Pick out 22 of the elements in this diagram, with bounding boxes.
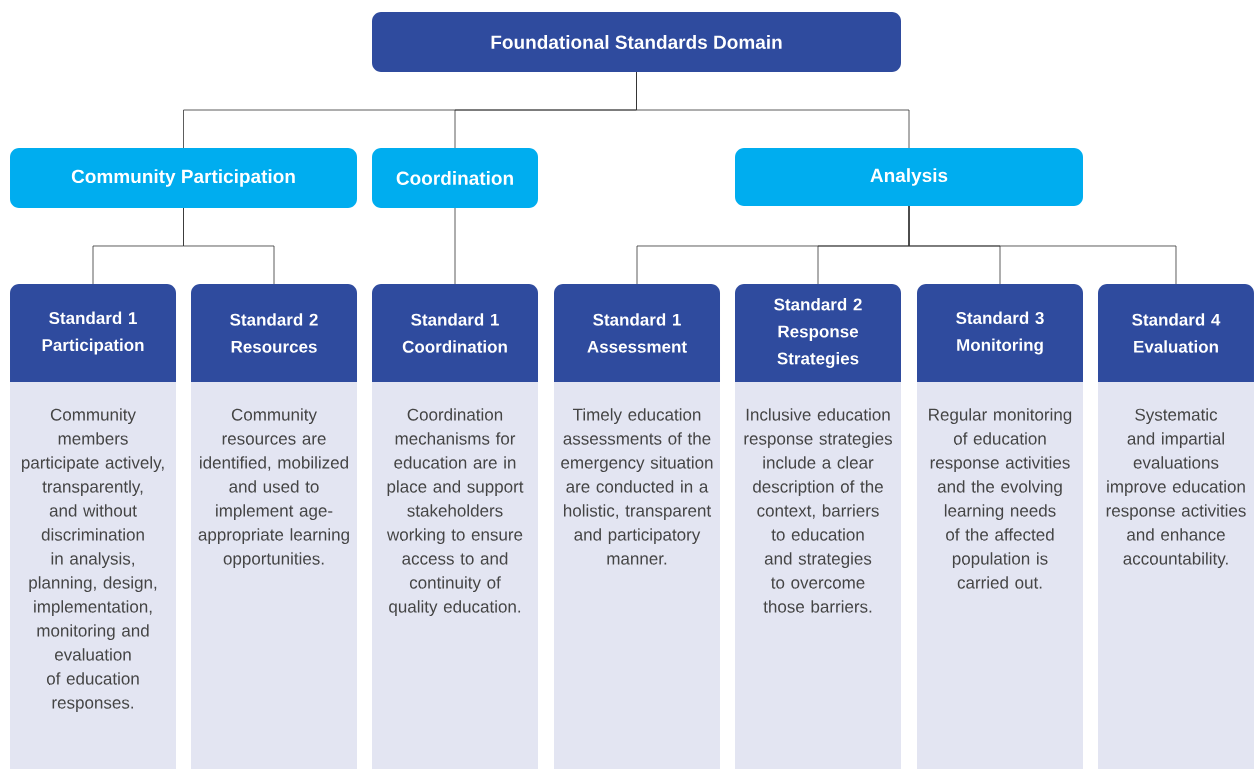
standard-card: Standard 2 Resources Community resources are identified, mobilized and used to implement age-appropriate learning opportunities. <box>191 284 357 769</box>
connector-line <box>908 205 1177 285</box>
node-label: Standard 2 Resources <box>230 313 318 353</box>
connector-line <box>183 207 275 285</box>
node-label: Standard 1 Participation <box>42 311 144 355</box>
category-box: Analysis <box>735 148 1083 206</box>
node-label: Standard 3 Monitoring <box>956 311 1044 355</box>
standard-card: Standard 1 Coordination Coordination mechanisms for education are in place and support stakeholders working to ensure access to and continuity of quality education. <box>372 284 538 769</box>
connector-line <box>454 207 456 285</box>
node-label: Standard 4 Evaluation <box>1132 313 1221 353</box>
node-label: Standard 1 Coordination <box>402 313 507 353</box>
node-label: Standard 1 Assessment <box>587 313 687 353</box>
category-box: Coordination <box>372 148 538 208</box>
standard-card: Standard 3 Monitoring Regular monitoring of education response activities and the evolving learning needs of the affected population is carried out. <box>917 284 1083 769</box>
standard-card: Standard 2 Response Strategies Inclusive education response strategies include a clear description of the context, barriers to education and strategies to overcome those barriers. <box>735 284 901 769</box>
node-label: Standard 2 Response Strategies <box>774 298 862 368</box>
standard-card: Standard 1 Assessment Timely education assessments of the emergency situation are conducted in a holistic, transparent and participatory manner. <box>554 284 720 769</box>
standard-card: Standard 1 Participation Community members participate actively, transparently, and without discrimination in analysis, planning, design, implementation, monitoring and evaluation of education responses. <box>10 284 176 769</box>
domain-box: Foundational Standards Domain <box>372 12 901 72</box>
standard-card: Standard 4 Evaluation Systematic and impartial evaluations improve education response activities and enhance accountability. <box>1098 284 1254 769</box>
category-box: Community Participation <box>10 148 357 208</box>
connector-line <box>636 71 910 149</box>
